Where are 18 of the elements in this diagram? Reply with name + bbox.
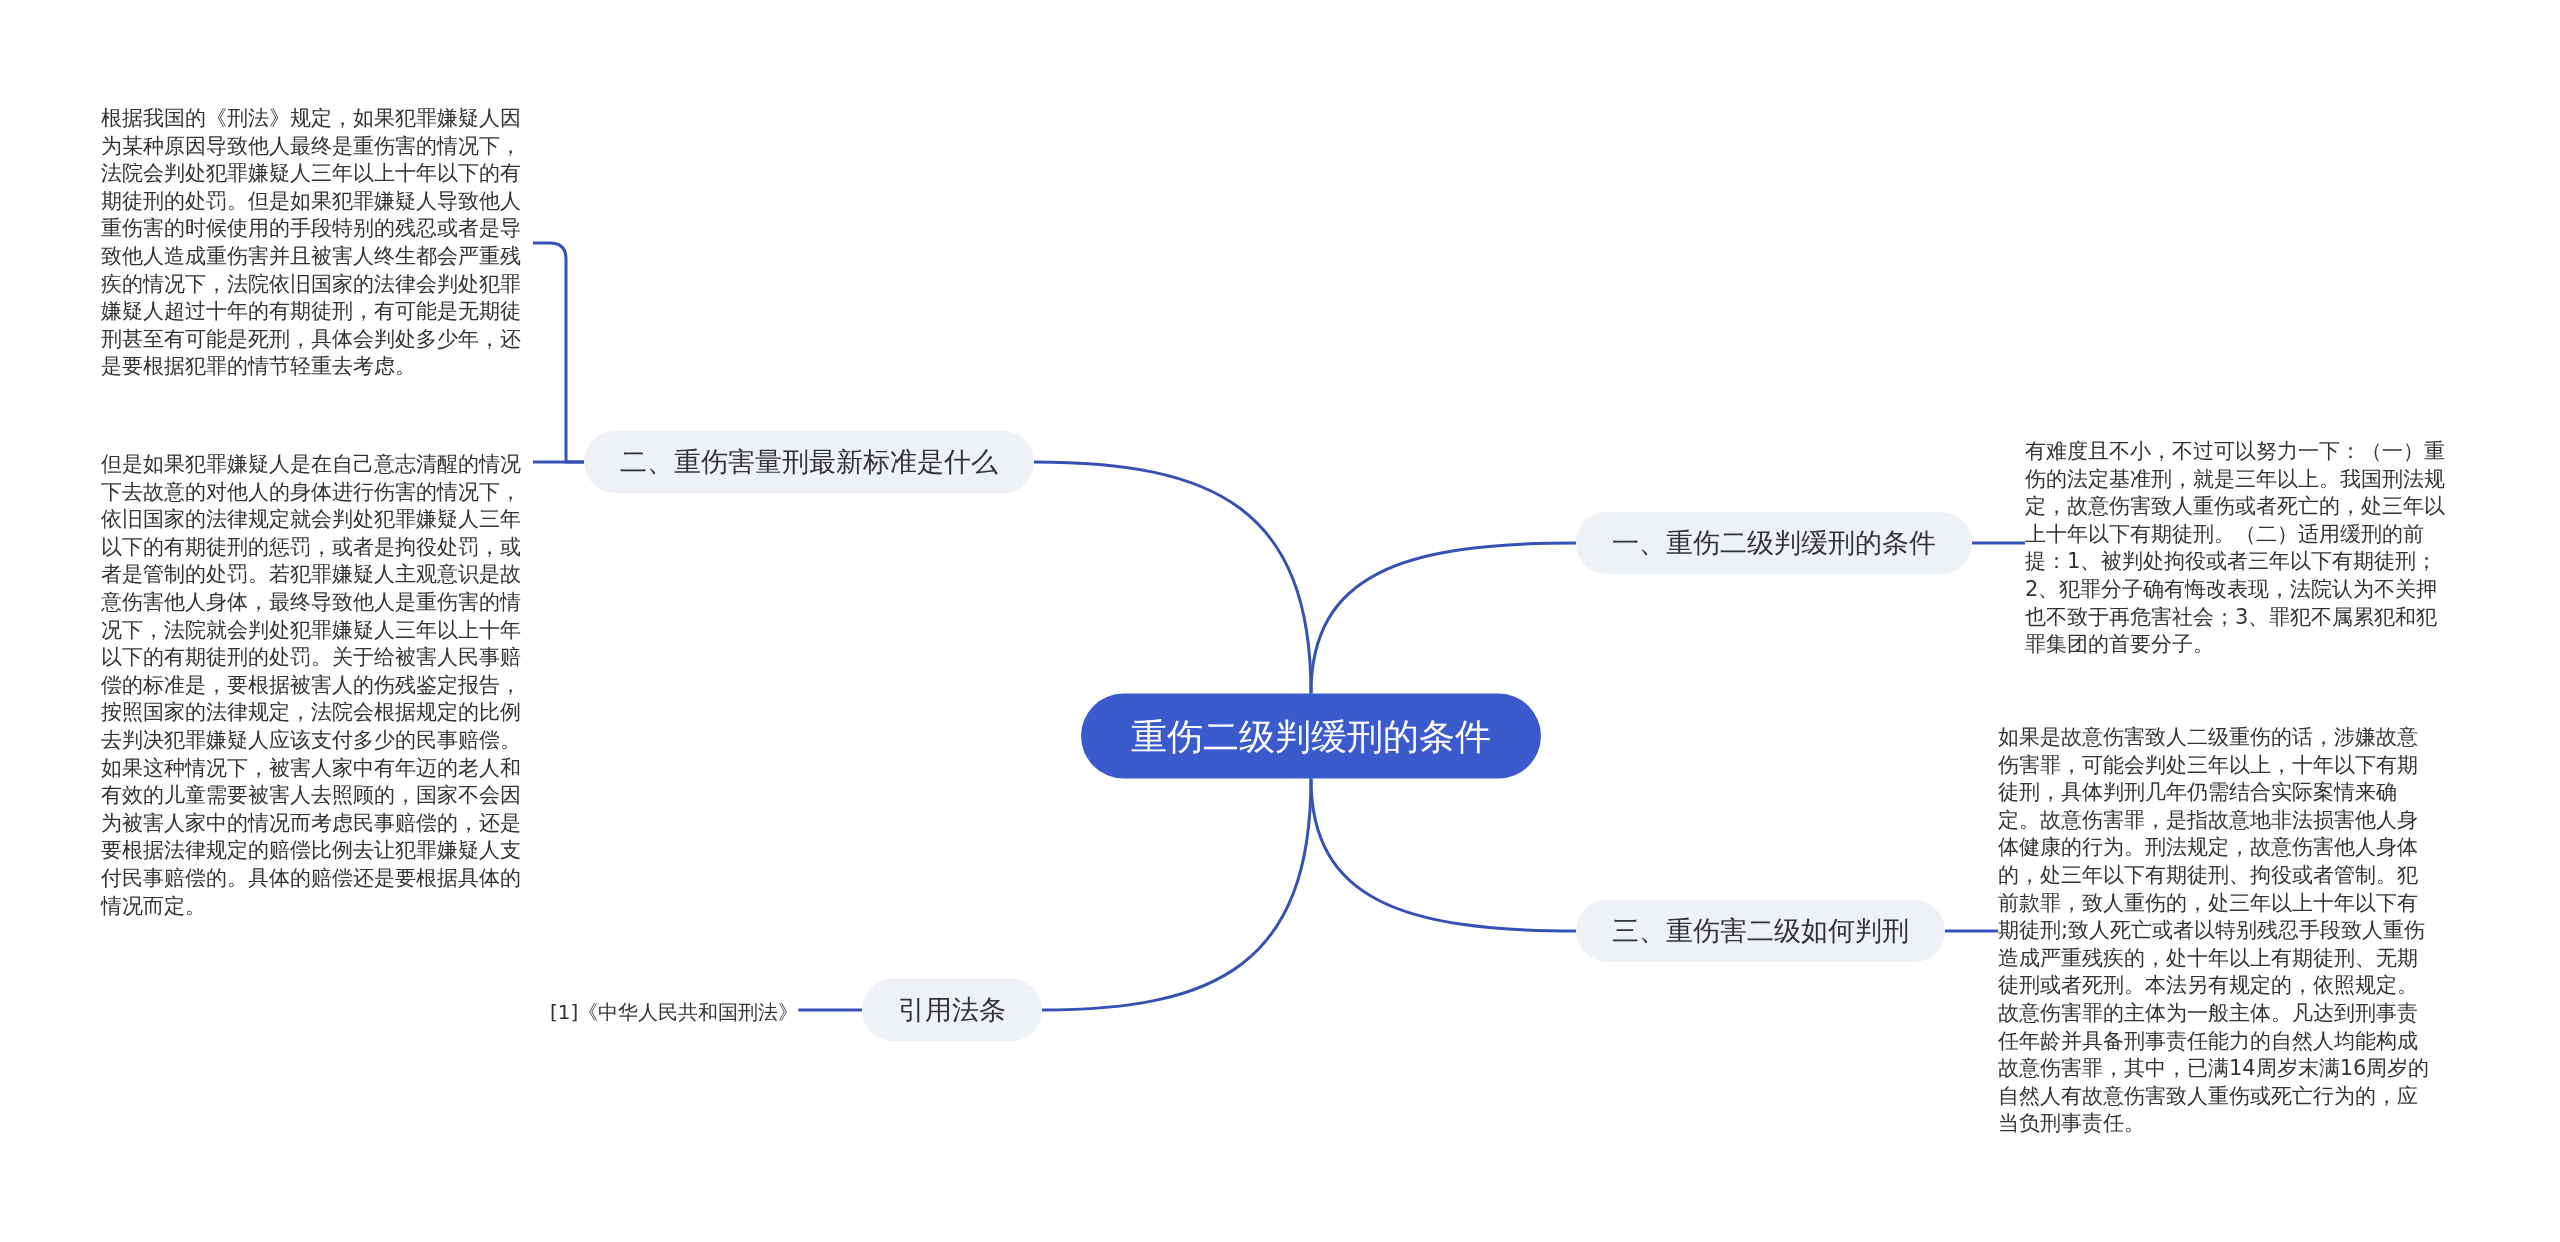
connector-line: [1309, 778, 1577, 933]
branch-topic: 引用法条: [862, 979, 1042, 1041]
central-topic: 重伤二级判缓刑的条件: [1081, 693, 1541, 779]
connector-line: [533, 460, 584, 464]
connector-line: [1945, 929, 1998, 933]
branch-topic: 一、重伤二级判缓刑的条件: [1576, 512, 1972, 574]
branch-topic: 二、重伤害量刑最新标准是什么: [584, 431, 1034, 493]
note-text: 根据我国的《刑法》规定，如果犯罪嫌疑人因为某种原因导致他人最终是重伤害的情况下，法院会判处犯罪嫌疑人三年以上十年以下的有期徒刑的处罚。但是如果犯罪嫌疑人导致他人重伤害的时候使用的手段特别的残忍或者是导致他人造成重伤害并且被害人终生都会严重残疾的情况下，法院依旧国家的法律会判处犯罪嫌疑人超过十年的有期徒刑，有可能是无期徒刑甚至有可能是死刑，具体会判处多少年，还是要根据犯罪的情节轻重去考虑。: [101, 105, 533, 381]
note-text: 但是如果犯罪嫌疑人是在自己意志清醒的情况下去故意的对他人的身体进行伤害的情况下，依旧国家的法律规定就会判处犯罪嫌疑人三年以下的有期徒刑的惩罚，或者是拘役处罚，或者是管制的处罚。若犯罪嫌疑人主观意识是故意伤害他人身体，最终导致他人是重伤害的情况下，法院就会判处犯罪嫌疑人三年以上十年以下的有期徒刑的处罚。关于给被害人民事赔偿的标准是，要根据被害人的伤残鉴定报告，按照国家的法律规定，法院会根据规定的比例去判决犯罪嫌疑人应该支付多少的民事赔偿。如果这种情况下，被害人家中有年迈的老人和有效的儿童需要被害人去照顾的，国家不会因为被害人家中的情况而考虑民事赔偿的，还是要根据法律规定的赔偿比例去让犯罪嫌疑人支付民事赔偿的。具体的赔偿还是要根据具体的情况而定。: [101, 451, 533, 921]
connector-line: [798, 1008, 862, 1012]
note-text: 有难度且不小，不过可以努力一下：（一）重伤的法定基准刑，就是三年以上。我国刑法规定，故意伤害致人重伤或者死亡的，处三年以上十年以下有期徒刑。（二）适用缓刑的前提：1、被判处拘役或者三年以下有期徒刑；2、犯罪分子确有悔改表现，法院认为不关押也不致于再危害社会；3、罪犯不属累犯和犯罪集团的首要分子。: [2025, 437, 2457, 659]
connector-line: [1033, 460, 1313, 694]
connector-line: [1972, 541, 2025, 545]
reference-text: [1]《中华人民共和国刑法》: [550, 999, 799, 1025]
branch-topic: 三、重伤害二级如何判刑: [1576, 900, 1945, 962]
note-text: 如果是故意伤害致人二级重伤的话，涉嫌故意伤害罪，可能会判处三年以上，十年以下有期徒刑，具体判刑几年仍需结合实际案情来确定。故意伤害罪，是指故意地非法损害他人身体健康的行为。刑法规定，故意伤害他人身体的，处三年以下有期徒刑、拘役或者管制。犯前款罪，致人重伤的，处三年以上十年以下有期徒刑;致人死亡或者以特别残忍手段致人重伤造成严重残疾的，处十年以上有期徒刑、无期徒刑或者死刑。本法另有规定的，依照规定。故意伤害罪的主体为一般主体。凡达到刑事责任年龄并具备刑事责任能力的自然人均能构成故意伤害罪，其中，已满14周岁末满16周岁的自然人有故意伤害致人重伤或死亡行为的，应当负刑事责任。: [1998, 724, 2430, 1138]
connector-line: [1041, 778, 1313, 1012]
connector-line: [1309, 541, 1577, 694]
